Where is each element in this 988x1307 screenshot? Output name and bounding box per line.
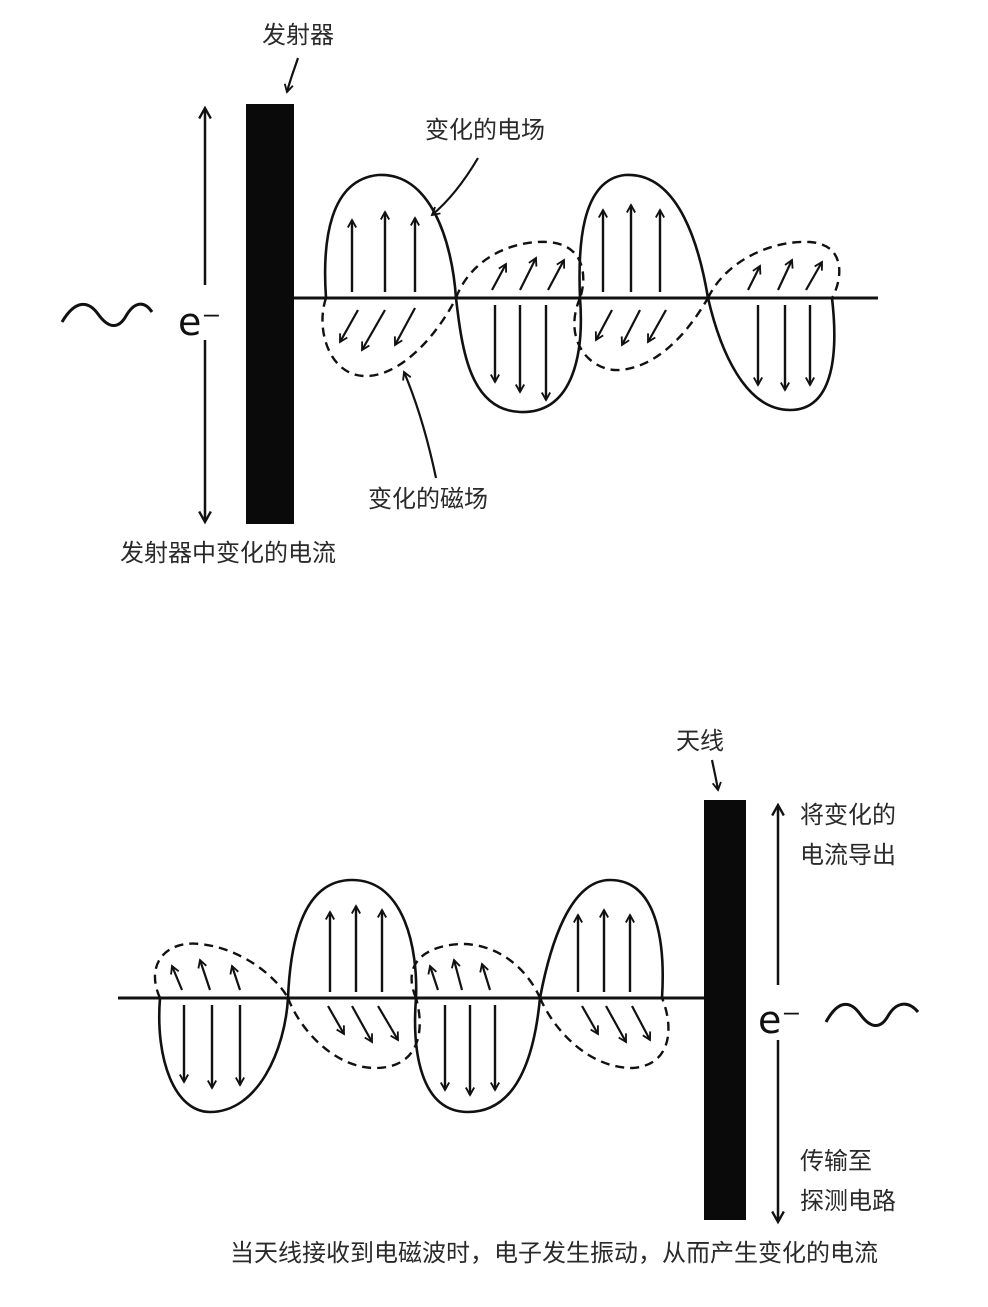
e-field-lobe <box>413 997 542 1114</box>
b-field-arrow <box>747 266 760 291</box>
e-field-lobe <box>706 297 836 412</box>
electron-symbol: e⁻ <box>758 998 802 1042</box>
b-field-arrow <box>647 309 667 342</box>
b-field-lobe <box>321 297 458 378</box>
e-field-lobe <box>454 297 583 414</box>
b-field-arrow <box>395 307 416 345</box>
b-field-arrow <box>351 1005 373 1042</box>
antenna-pointer <box>710 759 718 790</box>
magnetic-field-label: 变化的磁场 <box>368 485 488 513</box>
b-field-arrow <box>581 1005 599 1034</box>
antenna-label: 天线 <box>676 727 724 755</box>
b-field-arrow <box>605 1005 627 1042</box>
b-field-lobe <box>573 297 710 372</box>
current-caption: 发射器中变化的电流 <box>120 539 336 567</box>
detector-label-line2: 探测电路 <box>800 1187 896 1215</box>
electron-symbol: e⁻ <box>178 300 222 344</box>
detector-label-line1: 传输至 <box>800 1147 872 1175</box>
b-field-arrow <box>200 960 212 991</box>
b-field-arrow <box>377 1005 398 1040</box>
b-field-arrow <box>430 966 440 991</box>
bottom-caption: 当天线接收到电磁波时，电子发生振动，从而产生变化的电流 <box>230 1239 878 1267</box>
b-field-arrow <box>805 262 823 291</box>
b-field-arrow <box>232 966 242 991</box>
b-field-arrow <box>339 309 359 342</box>
output-label-line1: 将变化的 <box>800 801 896 829</box>
e-field-pointer <box>432 157 479 215</box>
e-field-lobe <box>157 997 290 1114</box>
output-label-line2: 电流导出 <box>800 841 896 869</box>
b-field-lobe <box>454 240 585 299</box>
b-field-arrow <box>631 1005 650 1040</box>
b-field-lobe <box>410 942 542 999</box>
b-field-lobe <box>538 997 670 1070</box>
b-field-pointer <box>404 372 438 479</box>
b-field-arrow <box>547 260 564 291</box>
e-field-lobe <box>323 173 458 300</box>
bottom-diagram <box>118 759 920 1222</box>
e-field-lobe <box>578 173 710 299</box>
transmitter-bar <box>246 104 294 524</box>
b-field-arrow <box>361 309 386 350</box>
b-field-arrow <box>596 309 613 340</box>
e-field-lobe <box>538 878 664 999</box>
b-field-arrow <box>777 260 792 291</box>
b-field-arrow <box>454 960 464 991</box>
transmitter-pointer <box>287 57 300 92</box>
b-field-arrow <box>172 966 184 991</box>
electric-field-label: 变化的电场 <box>425 116 545 144</box>
e-field-lobe <box>286 878 418 999</box>
transmitter-label: 发射器 <box>262 21 334 49</box>
wave-squiggle <box>60 302 154 327</box>
b-field-lobe <box>286 997 421 1070</box>
top-diagram <box>60 57 878 524</box>
b-field-arrow <box>482 964 492 991</box>
b-field-lobe <box>706 240 841 299</box>
antenna-bar <box>704 800 746 1220</box>
wave-squiggle <box>824 1002 920 1027</box>
b-field-arrow <box>327 1005 345 1034</box>
b-field-arrow <box>519 258 536 291</box>
b-field-arrow <box>622 309 641 345</box>
b-field-arrow <box>491 264 506 291</box>
